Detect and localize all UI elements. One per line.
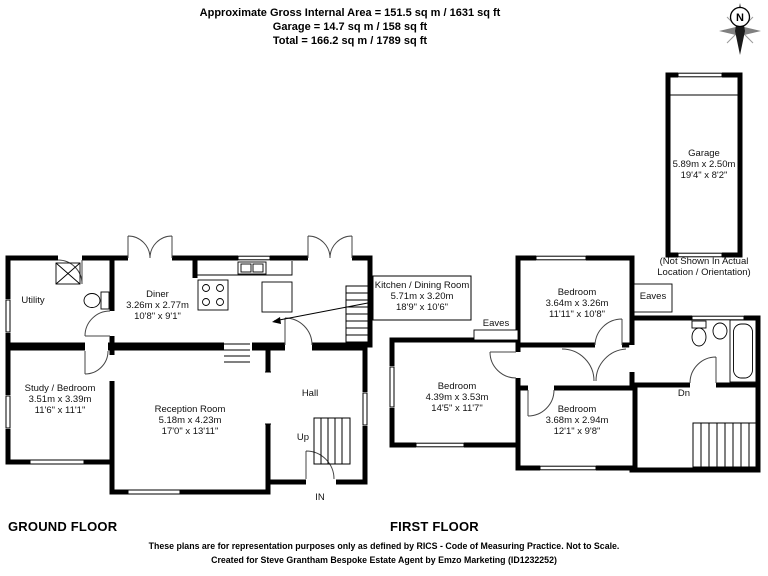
first-floor-title: FIRST FLOOR bbox=[390, 519, 479, 534]
reception-room-label: Reception Room 5.18m x 4.23m 17'0" x 13'… bbox=[154, 404, 226, 437]
stairs-dn-label: Dn bbox=[677, 388, 691, 399]
compass-north-letter: N bbox=[736, 12, 744, 24]
utility-room-label: Utility bbox=[21, 295, 45, 306]
study-room-label: Study / Bedroom 3.51m x 3.39m 11'6" x 11… bbox=[24, 383, 96, 416]
fixtures bbox=[55, 94, 757, 383]
door-swings bbox=[57, 235, 717, 480]
garage-area-line: Garage = 14.7 sq m / 158 sq ft bbox=[272, 21, 428, 33]
eaves-left-label: Eaves bbox=[482, 318, 510, 329]
ground-floor-title: GROUND FLOOR bbox=[8, 519, 118, 534]
kitchen-room-label: Kitchen / Dining Room 5.71m x 3.20m 18'9… bbox=[374, 280, 470, 313]
garage-room-label: Garage 5.89m x 2.50m 19'4" x 8'2" bbox=[672, 148, 736, 181]
kitchen-callout-box bbox=[272, 275, 472, 324]
windows bbox=[4, 72, 745, 496]
total-area-line: Total = 166.2 sq m / 1789 sq ft bbox=[272, 35, 428, 47]
hall-room-label: Hall bbox=[301, 388, 319, 399]
bedroom-middle-label: Bedroom 4.39m x 3.53m 14'5" x 11'7" bbox=[425, 381, 489, 414]
entrance-in-label: IN bbox=[315, 492, 325, 503]
eaves-right-label: Eaves bbox=[639, 291, 667, 302]
eaves-shapes bbox=[473, 283, 673, 341]
garage-note: (Not Shown In Actual Location / Orientat… bbox=[657, 256, 751, 278]
kitchen-counter bbox=[196, 261, 293, 276]
stairs-up-label: Up bbox=[296, 432, 310, 443]
bedroom-top-label: Bedroom 3.64m x 3.26m 11'11" x 10'8" bbox=[545, 287, 609, 320]
credit-line: Created for Steve Grantham Bespoke Estat… bbox=[211, 555, 557, 565]
compass-rose: N bbox=[719, 3, 761, 55]
walls bbox=[5, 72, 761, 495]
area-summary: Approximate Gross Internal Area = 151.5 … bbox=[120, 6, 580, 48]
diner-room-label: Diner 3.26m x 2.77m 10'8" x 9'1" bbox=[126, 289, 189, 322]
callout-arrowhead bbox=[272, 317, 281, 324]
disclaimer-line: These plans are for representation purpo… bbox=[148, 541, 620, 551]
bedroom-bottom-label: Bedroom 3.68m x 2.94m 12'1" x 9'8" bbox=[545, 404, 609, 437]
stairs bbox=[224, 285, 757, 468]
gross-area-line: Approximate Gross Internal Area = 151.5 … bbox=[199, 7, 501, 19]
